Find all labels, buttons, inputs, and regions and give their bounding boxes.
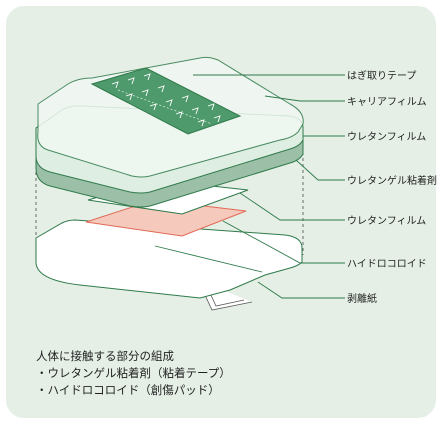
summary-heading: 人体に接触する部分の組成: [36, 349, 174, 363]
label-carrier-film: キャリアフィルム: [347, 96, 427, 108]
summary-item: ・ウレタンゲル粘着剤（粘着テープ）: [36, 366, 231, 380]
label-urethane-gel-adhesive: ウレタンゲル粘着剤: [347, 174, 437, 187]
leader-lines: [193, 74, 345, 299]
composition-summary: 人体に接触する部分の組成 ・ウレタンゲル粘着剤（粘着テープ） ・ハイドロコロイド…: [36, 348, 336, 399]
hydrocolloid-layer: [85, 199, 247, 237]
label-hydrocolloid: ハイドロコロイド: [347, 259, 427, 270]
release-paper-layer: [35, 219, 303, 311]
label-peel-tape: はぎ取りテープ: [347, 69, 416, 82]
summary-item: ・ハイドロコロイド（創傷パッド）: [36, 383, 220, 397]
peel-tape-layer: [90, 67, 242, 135]
label-inner-urethane-film: ウレタンフィルム: [347, 215, 426, 227]
label-release-paper: 剥離紙: [347, 292, 377, 305]
label-urethane-film: ウレタンフィルム: [347, 131, 426, 143]
